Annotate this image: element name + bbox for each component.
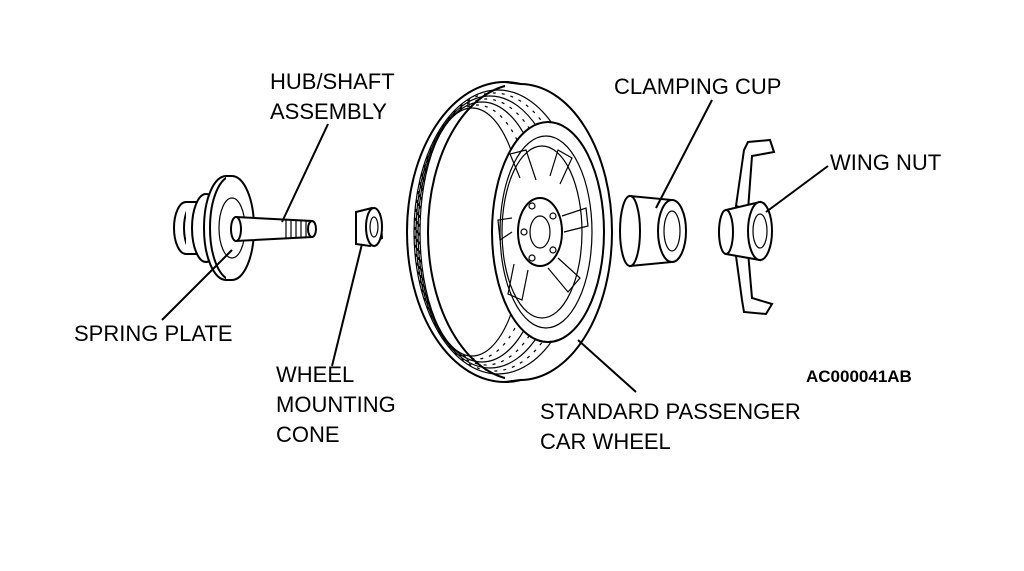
figure-code: AC000041AB [806,367,912,386]
callout-labels: HUB/SHAFT ASSEMBLY SPRING PLATE WHEEL MO… [74,69,941,454]
label-wheel-cone-line2: MOUNTING [276,392,396,417]
leader-spring-plate [161,249,233,321]
label-car-wheel-line2: CAR WHEEL [540,429,671,454]
label-hub-shaft-line1: HUB/SHAFT [270,69,395,94]
label-car-wheel-line1: STANDARD PASSENGER [540,399,801,424]
leader-lines [161,99,829,393]
wheel-mounting-cone [355,206,384,248]
label-spring-plate: SPRING PLATE [74,321,233,346]
leader-car-wheel [577,339,637,393]
label-wheel-cone-line1: WHEEL [276,362,354,387]
leader-wheel-cone [331,243,363,367]
hub-shaft-assembly [173,175,317,281]
wing-nut [718,138,776,316]
label-hub-shaft-line2: ASSEMBLY [270,99,387,124]
label-wheel-cone-line3: CONE [276,422,340,447]
leader-hub-shaft [281,123,329,223]
leader-wing-nut [765,165,829,213]
label-wing-nut: WING NUT [830,150,941,175]
car-wheel [406,81,613,383]
clamping-cup [619,194,687,268]
leader-clamping-cup [655,99,713,209]
label-clamping-cup: CLAMPING CUP [614,74,781,99]
